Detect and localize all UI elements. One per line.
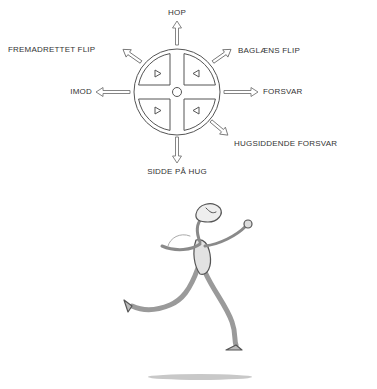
pad-triangle — [193, 70, 199, 77]
direction-arrow — [224, 88, 258, 97]
figure-head — [196, 204, 221, 222]
direction-arrow — [208, 118, 231, 139]
direction-label: FORSVAR — [263, 87, 302, 97]
figure-arm — [205, 226, 246, 246]
figure-back-leg — [132, 268, 198, 310]
pad-center — [173, 88, 182, 97]
figure-scarf — [168, 235, 190, 246]
figure-front-leg — [205, 272, 236, 345]
direction-arrow — [96, 88, 130, 97]
direction-label: HOP — [168, 8, 186, 18]
pad-ring — [134, 49, 220, 135]
direction-label: SIDDE PÅ HUG — [147, 167, 207, 177]
pad-quadrant — [184, 54, 215, 85]
pad-quadrant — [184, 99, 215, 130]
direction-label: IMOD — [70, 87, 92, 97]
direction-arrow — [173, 137, 182, 163]
running-figure — [124, 204, 252, 380]
direction-arrow — [210, 46, 233, 66]
pad-quadrant — [139, 99, 170, 130]
direction-label: HUGSIDDENDE FORSVAR — [234, 139, 337, 149]
pad-triangle — [155, 70, 161, 77]
direction-label: BAGLÆNS FLIP — [238, 46, 300, 56]
shadow — [148, 374, 252, 380]
pad-quadrant — [139, 54, 170, 85]
pad-triangle — [155, 107, 161, 114]
direction-arrows — [96, 21, 258, 163]
figure-hand — [244, 220, 252, 228]
figure-face — [206, 208, 216, 213]
figure-foot — [124, 300, 132, 312]
controller-pad — [134, 49, 220, 135]
direction-label: FREMADRETTET FLIP — [8, 45, 95, 55]
figure-arm — [162, 244, 200, 250]
figure-foot — [226, 345, 242, 350]
pad-triangle — [193, 107, 199, 114]
direction-arrow — [173, 21, 182, 45]
direction-arrow — [120, 46, 143, 66]
